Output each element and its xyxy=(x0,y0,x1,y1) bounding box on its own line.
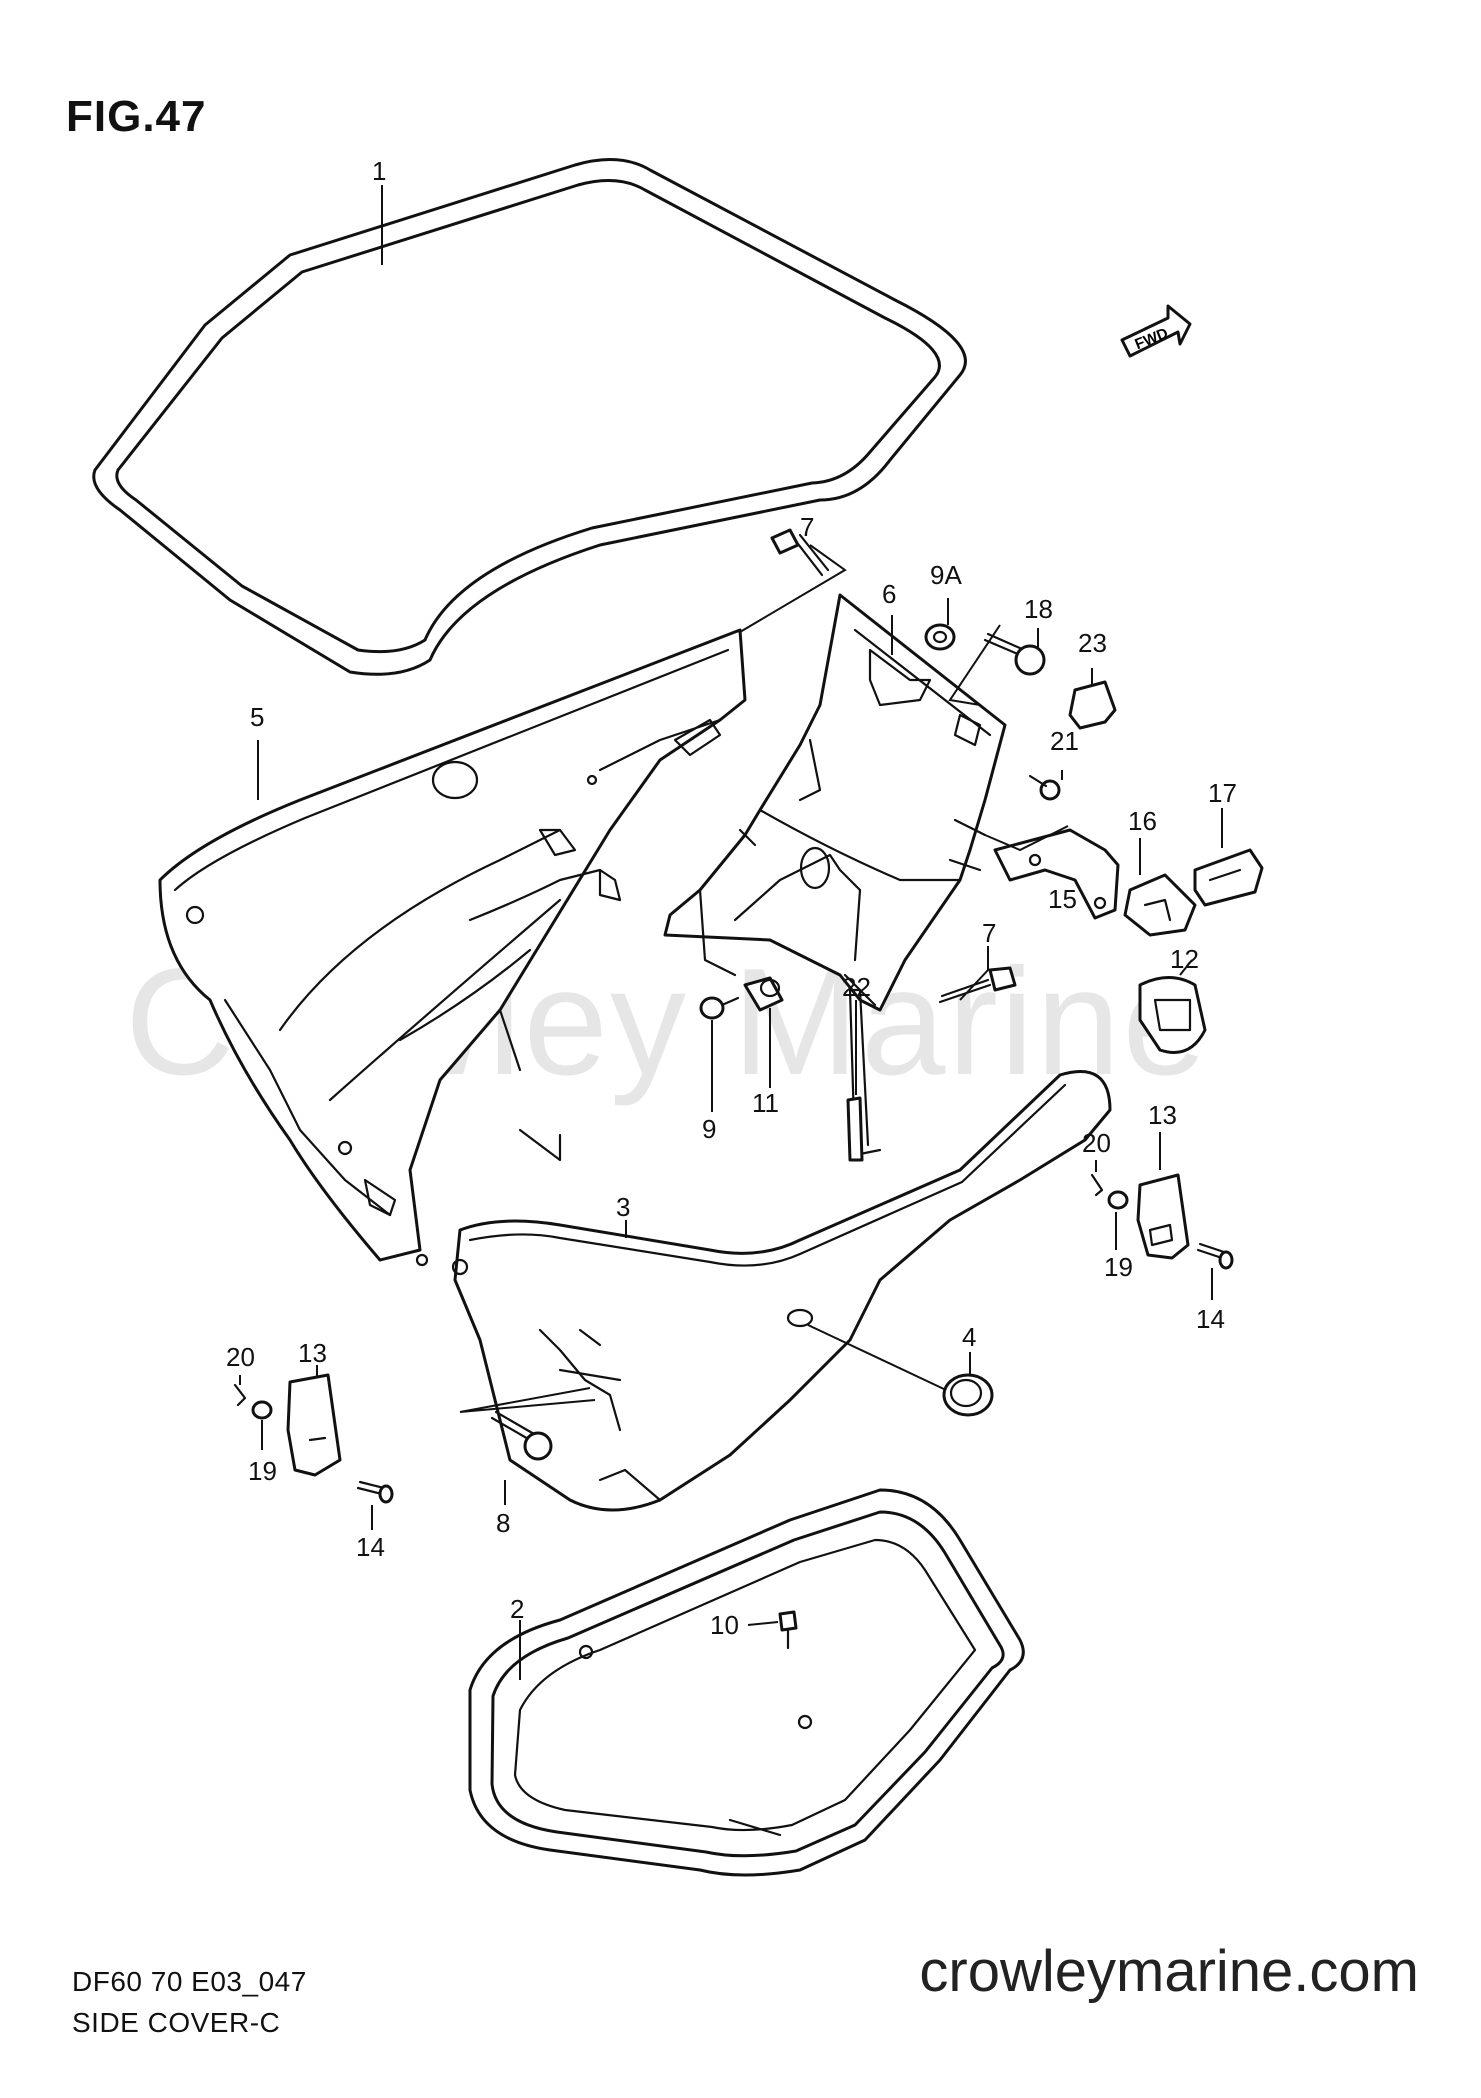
callout-18: 18 xyxy=(1024,594,1053,624)
callout-17: 17 xyxy=(1208,778,1237,808)
part-1-top-seal xyxy=(92,158,967,676)
callout-9: 9 xyxy=(702,1114,716,1144)
part-19-washer-left xyxy=(251,1400,273,1420)
callout-14-right: 14 xyxy=(1196,1304,1225,1334)
website-link[interactable]: crowleymarine.com xyxy=(919,1939,1419,2004)
callout-14-left: 14 xyxy=(356,1532,385,1562)
part-3-lower-cover xyxy=(451,988,1112,1512)
part-7-bolt-upper xyxy=(770,528,830,577)
callout-22: 22 xyxy=(842,972,871,1002)
callout-3: 3 xyxy=(616,1192,630,1222)
part-13-cover-left xyxy=(286,1373,342,1477)
leader-lines xyxy=(239,185,1223,1680)
section-name: SIDE COVER-C xyxy=(72,2007,281,2038)
part-13-cover-right xyxy=(1136,1173,1190,1260)
callout-11: 11 xyxy=(752,1088,779,1118)
part-9a-nut xyxy=(924,623,956,651)
callout-16: 16 xyxy=(1128,806,1157,836)
callout-1: 1 xyxy=(372,156,386,186)
callout-15: 15 xyxy=(1048,884,1077,914)
part-19-washer-right xyxy=(1107,1190,1129,1210)
callout-20-left: 20 xyxy=(226,1342,255,1372)
callout-7-lower: 7 xyxy=(982,918,996,948)
callout-10: 10 xyxy=(710,1610,739,1640)
part-6-inner-panel xyxy=(663,593,1007,1012)
part-16-clip xyxy=(1123,873,1197,937)
callout-2: 2 xyxy=(510,1594,524,1624)
callout-8: 8 xyxy=(496,1508,510,1538)
callout-12: 12 xyxy=(1170,944,1199,974)
part-14-pin-right xyxy=(1196,1242,1234,1270)
part-4-plug xyxy=(942,1373,994,1417)
part-7-bolt-lower xyxy=(938,966,1017,1004)
callout-21: 21 xyxy=(1050,726,1079,756)
part-15-bracket xyxy=(993,828,1120,920)
callout-7-upper: 7 xyxy=(800,512,814,542)
part-20-pin-left xyxy=(233,1383,247,1407)
callout-13-right: 13 xyxy=(1148,1100,1177,1130)
callout-19-left: 19 xyxy=(248,1456,277,1486)
part-8-bolt xyxy=(490,1410,553,1461)
fwd-arrow-icon: FWD xyxy=(1120,304,1192,358)
part-9-screw xyxy=(699,996,740,1020)
callout-23: 23 xyxy=(1078,628,1107,658)
part-17-latch xyxy=(1193,848,1264,907)
callout-5: 5 xyxy=(250,702,264,732)
part-5-side-cover xyxy=(158,628,747,1267)
callout-13-left: 13 xyxy=(298,1338,327,1368)
part-11-bushing xyxy=(743,976,784,1012)
callout-9a: 9A xyxy=(930,560,962,590)
fwd-label: FWD xyxy=(1133,325,1171,354)
part-10-pin xyxy=(778,1610,798,1650)
part-14-pin-left xyxy=(356,1480,394,1504)
part-12-handle xyxy=(1138,976,1207,1054)
model-code: DF60 70 E03_047 xyxy=(72,1966,307,1997)
part-2-bottom-seal xyxy=(468,1488,1025,1877)
callout-6: 6 xyxy=(882,579,896,609)
part-23-grommet xyxy=(1068,680,1117,730)
part-21-bolt xyxy=(1028,774,1061,801)
callout-4: 4 xyxy=(962,1322,976,1352)
callout-19-right: 19 xyxy=(1104,1252,1133,1282)
part-18-bolt xyxy=(983,632,1046,676)
part-22-strip xyxy=(846,1096,864,1162)
part-20-pin-right xyxy=(1090,1173,1104,1197)
callout-20-right: 20 xyxy=(1082,1128,1111,1158)
figure-title: FIG.47 xyxy=(66,92,207,141)
